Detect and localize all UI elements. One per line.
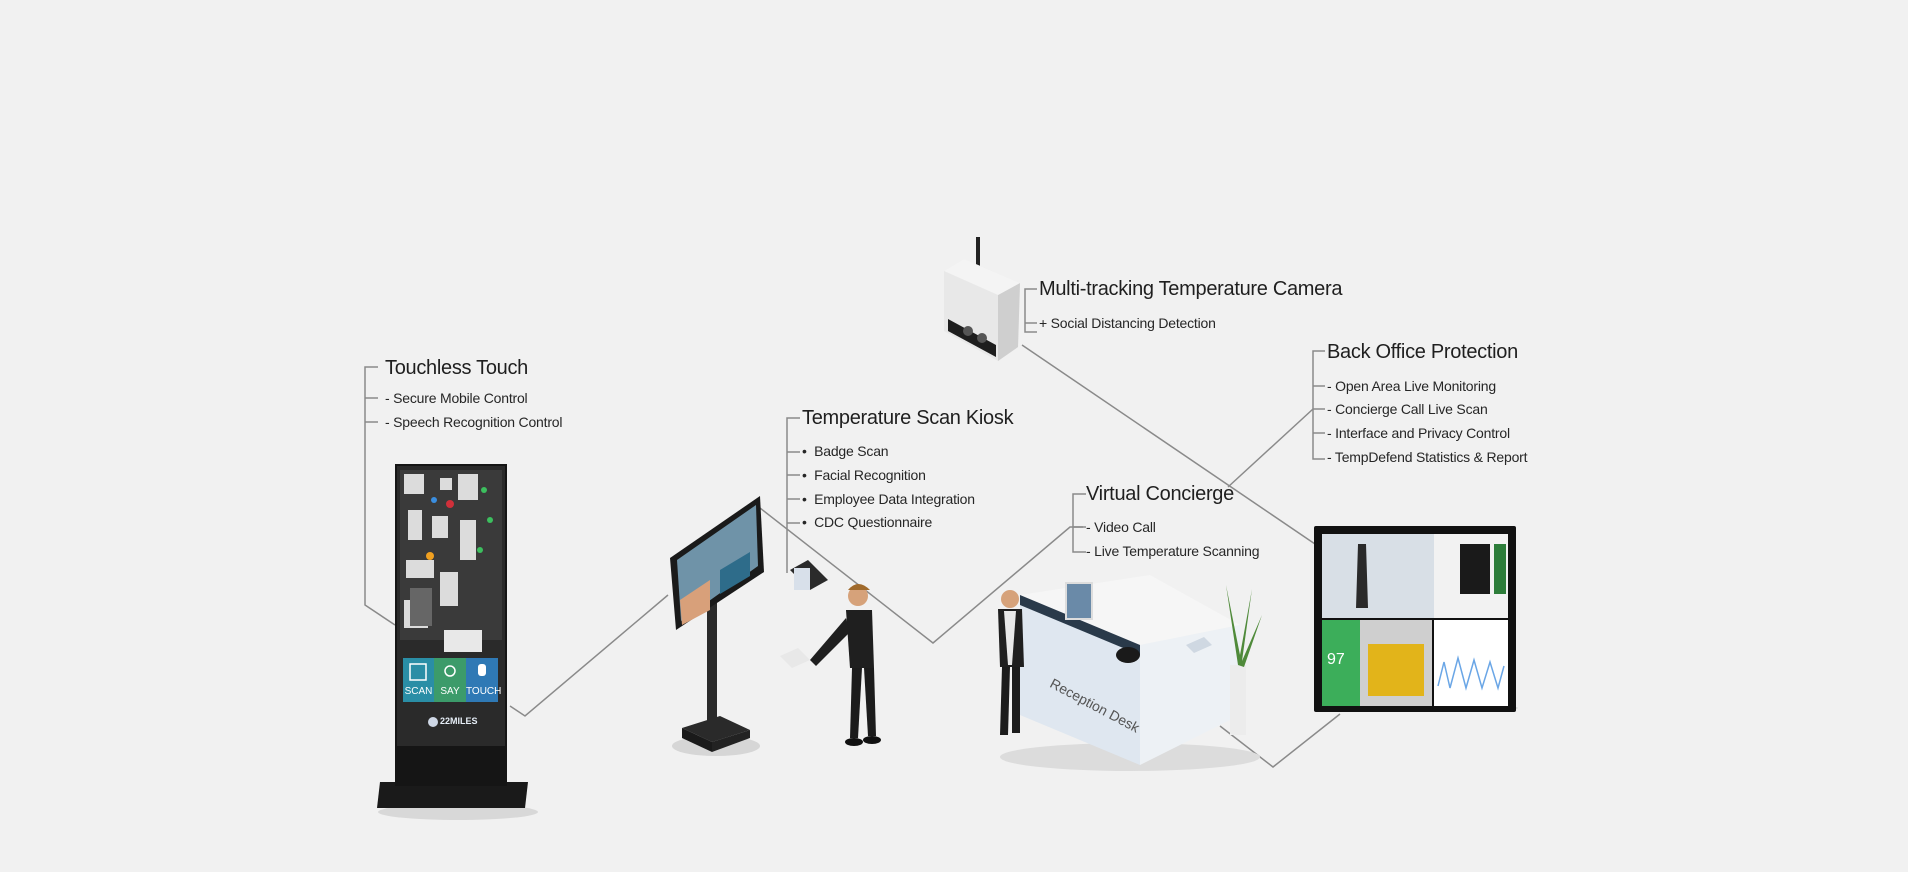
kiosk-button-say: SAY (440, 686, 460, 697)
temperature-kiosk-title: Temperature Scan Kiosk (802, 407, 1014, 429)
monitor-temperature-reading: 97 (1327, 651, 1345, 668)
touchless-bracket (364, 366, 396, 626)
kiosk-item-2: • Facial Recognition (802, 467, 926, 483)
monitoring-display-illustration (1314, 526, 1518, 712)
kiosk-button-scan: SCAN (404, 686, 433, 697)
touchless-item-2: - Speech Recognition Control (385, 414, 563, 430)
camera-item-1: + Social Distancing Detection (1039, 315, 1216, 331)
temperature-camera-title: Multi-tracking Temperature Camera (1039, 278, 1343, 300)
connector-camera-to-monitor (1021, 344, 1316, 545)
kiosk-item-1: • Badge Scan (802, 443, 889, 459)
reception-desk-illustration (998, 575, 1262, 771)
backoffice-item-2: - Concierge Call Live Scan (1327, 401, 1488, 417)
connector-backoffice (1227, 408, 1314, 488)
concierge-item-1: - Video Call (1086, 519, 1156, 535)
touchless-touch-title: Touchless Touch (385, 357, 529, 379)
bullet-icon: • (802, 514, 815, 530)
concierge-item-2: - Live Temperature Scanning (1086, 543, 1260, 559)
connector-kiosk-to-tablet (509, 594, 669, 717)
kiosk-brand-logo: 22MILES (440, 716, 478, 726)
touchless-kiosk-illustration (377, 464, 538, 820)
bullet-icon: • (802, 443, 815, 459)
back-office-title: Back Office Protection (1327, 341, 1518, 363)
touchless-item-1: - Secure Mobile Control (385, 390, 528, 406)
temperature-tablet-illustration (670, 496, 881, 756)
bullet-icon: • (802, 467, 815, 483)
bullet-icon: • (802, 491, 815, 507)
backoffice-item-3: - Interface and Privacy Control (1327, 425, 1510, 441)
backoffice-item-4: - TempDefend Statistics & Report (1327, 449, 1528, 465)
kiosk-item-4: • CDC Questionnaire (802, 514, 933, 530)
backoffice-bracket (1312, 350, 1325, 460)
virtual-concierge-title: Virtual Concierge (1086, 483, 1234, 505)
camera-bracket (1024, 288, 1037, 333)
kiosk-item-3: • Employee Data Integration (802, 491, 975, 507)
kiosk-button-touch: TOUCH (466, 686, 502, 697)
kiosk-bracket (786, 417, 800, 573)
concierge-bracket (1072, 493, 1086, 553)
backoffice-item-1: - Open Area Live Monitoring (1327, 378, 1496, 394)
connector-desk-to-monitor (1219, 713, 1341, 768)
temperature-camera-illustration (944, 237, 1020, 361)
